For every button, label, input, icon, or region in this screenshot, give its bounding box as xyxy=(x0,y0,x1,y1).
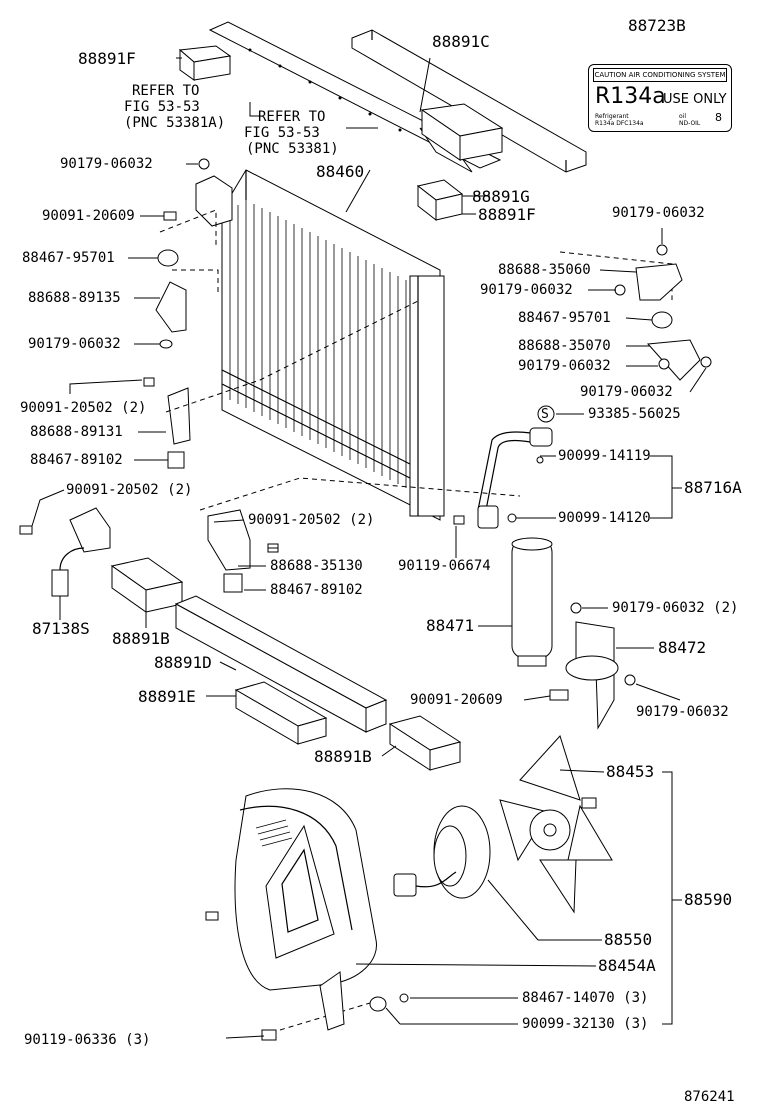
s-marker-icon: S xyxy=(541,407,549,422)
part-label: 88467-14070 (3) xyxy=(522,990,649,1006)
part-label: 88467-95701 xyxy=(518,310,611,326)
part-label: 90091-20502 (2) xyxy=(20,400,147,416)
part-label: 88471 xyxy=(426,616,475,635)
refer-note-line: (PNC 53381) xyxy=(246,141,339,157)
part-label: 88891C xyxy=(432,32,490,51)
part-label: 90091-20609 xyxy=(42,208,135,224)
part-label: 90179-06032 xyxy=(636,704,729,720)
caution-small-left: Refrigerant R134a DFC134a xyxy=(595,113,644,127)
refer-note-line: FIG 53-53 xyxy=(244,125,320,141)
part-label: 88688-35060 xyxy=(498,262,591,278)
refer-note-line: REFER TO xyxy=(258,109,326,125)
part-label: 88472 xyxy=(658,638,707,657)
bottom-fasteners xyxy=(369,993,409,1012)
refer-note-line: FIG 53-53 xyxy=(124,99,200,115)
part-label: 90179-06032 xyxy=(580,384,673,400)
part-label: 90099-14120 xyxy=(558,510,651,526)
part-label: 88688-35070 xyxy=(518,338,611,354)
part-label: 88891F xyxy=(478,205,536,224)
drier-bracket-88472 xyxy=(549,602,636,730)
lower-bracket-88688-35130 xyxy=(207,509,279,593)
part-label: 88688-35130 xyxy=(270,558,363,574)
caution-header: CAUTION AIR CONDITIONING SYSTEM xyxy=(593,68,727,82)
part-label: 88716A xyxy=(684,478,742,497)
seal-block-88891f-top xyxy=(178,45,232,81)
fan-88453 xyxy=(499,735,613,914)
part-label: 88723B xyxy=(628,16,686,35)
part-label: 88891E xyxy=(138,687,196,706)
receiver-drier-88471 xyxy=(511,537,553,667)
part-label: 88891B xyxy=(314,747,372,766)
part-label: 88891B xyxy=(112,629,170,648)
leader-lines xyxy=(31,57,707,1039)
part-label: 88590 xyxy=(684,890,733,909)
diagram-id: 876241 xyxy=(684,1089,735,1105)
pipe-88716a xyxy=(453,405,555,529)
part-label: 90119-06336 (3) xyxy=(24,1032,151,1048)
part-label: 88891F xyxy=(78,49,136,68)
part-label: 90179-06032 xyxy=(28,336,121,352)
seal-block-88891g xyxy=(420,103,504,161)
refer-note-line: (PNC 53381A) xyxy=(124,115,226,131)
seal-88891d xyxy=(174,595,388,733)
part-label: 88453 xyxy=(606,762,655,781)
right-hardware xyxy=(614,244,712,381)
part-label: 93385-56025 xyxy=(588,406,681,422)
part-label: 90091-20502 (2) xyxy=(66,482,193,498)
refrigerant-type: R134a xyxy=(595,84,666,109)
part-label: 90179-06032 (2) xyxy=(612,600,739,616)
seal-block-88891f-mid xyxy=(416,179,464,222)
upper-rail-88891c xyxy=(351,29,587,173)
caution-number: 8 xyxy=(715,111,722,124)
refer-note-line: REFER TO xyxy=(132,83,200,99)
part-label: 90179-06032 xyxy=(612,205,705,221)
condenser-88460 xyxy=(221,169,445,521)
part-label: 90119-06674 xyxy=(398,558,491,574)
part-label: 88460 xyxy=(316,162,365,181)
part-label: 90179-06032 xyxy=(518,358,611,374)
part-label: 88688-89131 xyxy=(30,424,123,440)
part-label: 90091-20609 xyxy=(410,692,503,708)
fan-shroud-88454a xyxy=(205,788,377,1041)
part-label: 88467-89102 xyxy=(270,582,363,598)
caution-small-right: oil ND-OIL xyxy=(679,113,701,127)
part-label: 90099-14119 xyxy=(558,448,651,464)
part-label: 88891G xyxy=(472,187,530,206)
fan-motor-88550 xyxy=(393,805,491,899)
caution-label: CAUTION AIR CONDITIONING SYSTEM R134a US… xyxy=(588,64,732,132)
part-label: 88454A xyxy=(598,956,656,975)
part-label: 90099-32130 (3) xyxy=(522,1016,649,1032)
part-label: 90179-06032 xyxy=(60,156,153,172)
part-label: 87138S xyxy=(32,619,90,638)
seal-block-88891b-right xyxy=(388,715,462,771)
part-label: 88467-89102 xyxy=(30,452,123,468)
seal-88891e xyxy=(234,681,328,745)
use-only-text: USE ONLY xyxy=(663,92,727,107)
part-label: 88891D xyxy=(154,653,212,672)
left-hardware xyxy=(19,158,233,597)
part-label: 88467-95701 xyxy=(22,250,115,266)
seal-block-88891b-left xyxy=(110,557,184,613)
part-label: 90179-06032 xyxy=(480,282,573,298)
part-label: 88550 xyxy=(604,930,653,949)
part-label: 88688-89135 xyxy=(28,290,121,306)
part-label: 90091-20502 (2) xyxy=(248,512,375,528)
